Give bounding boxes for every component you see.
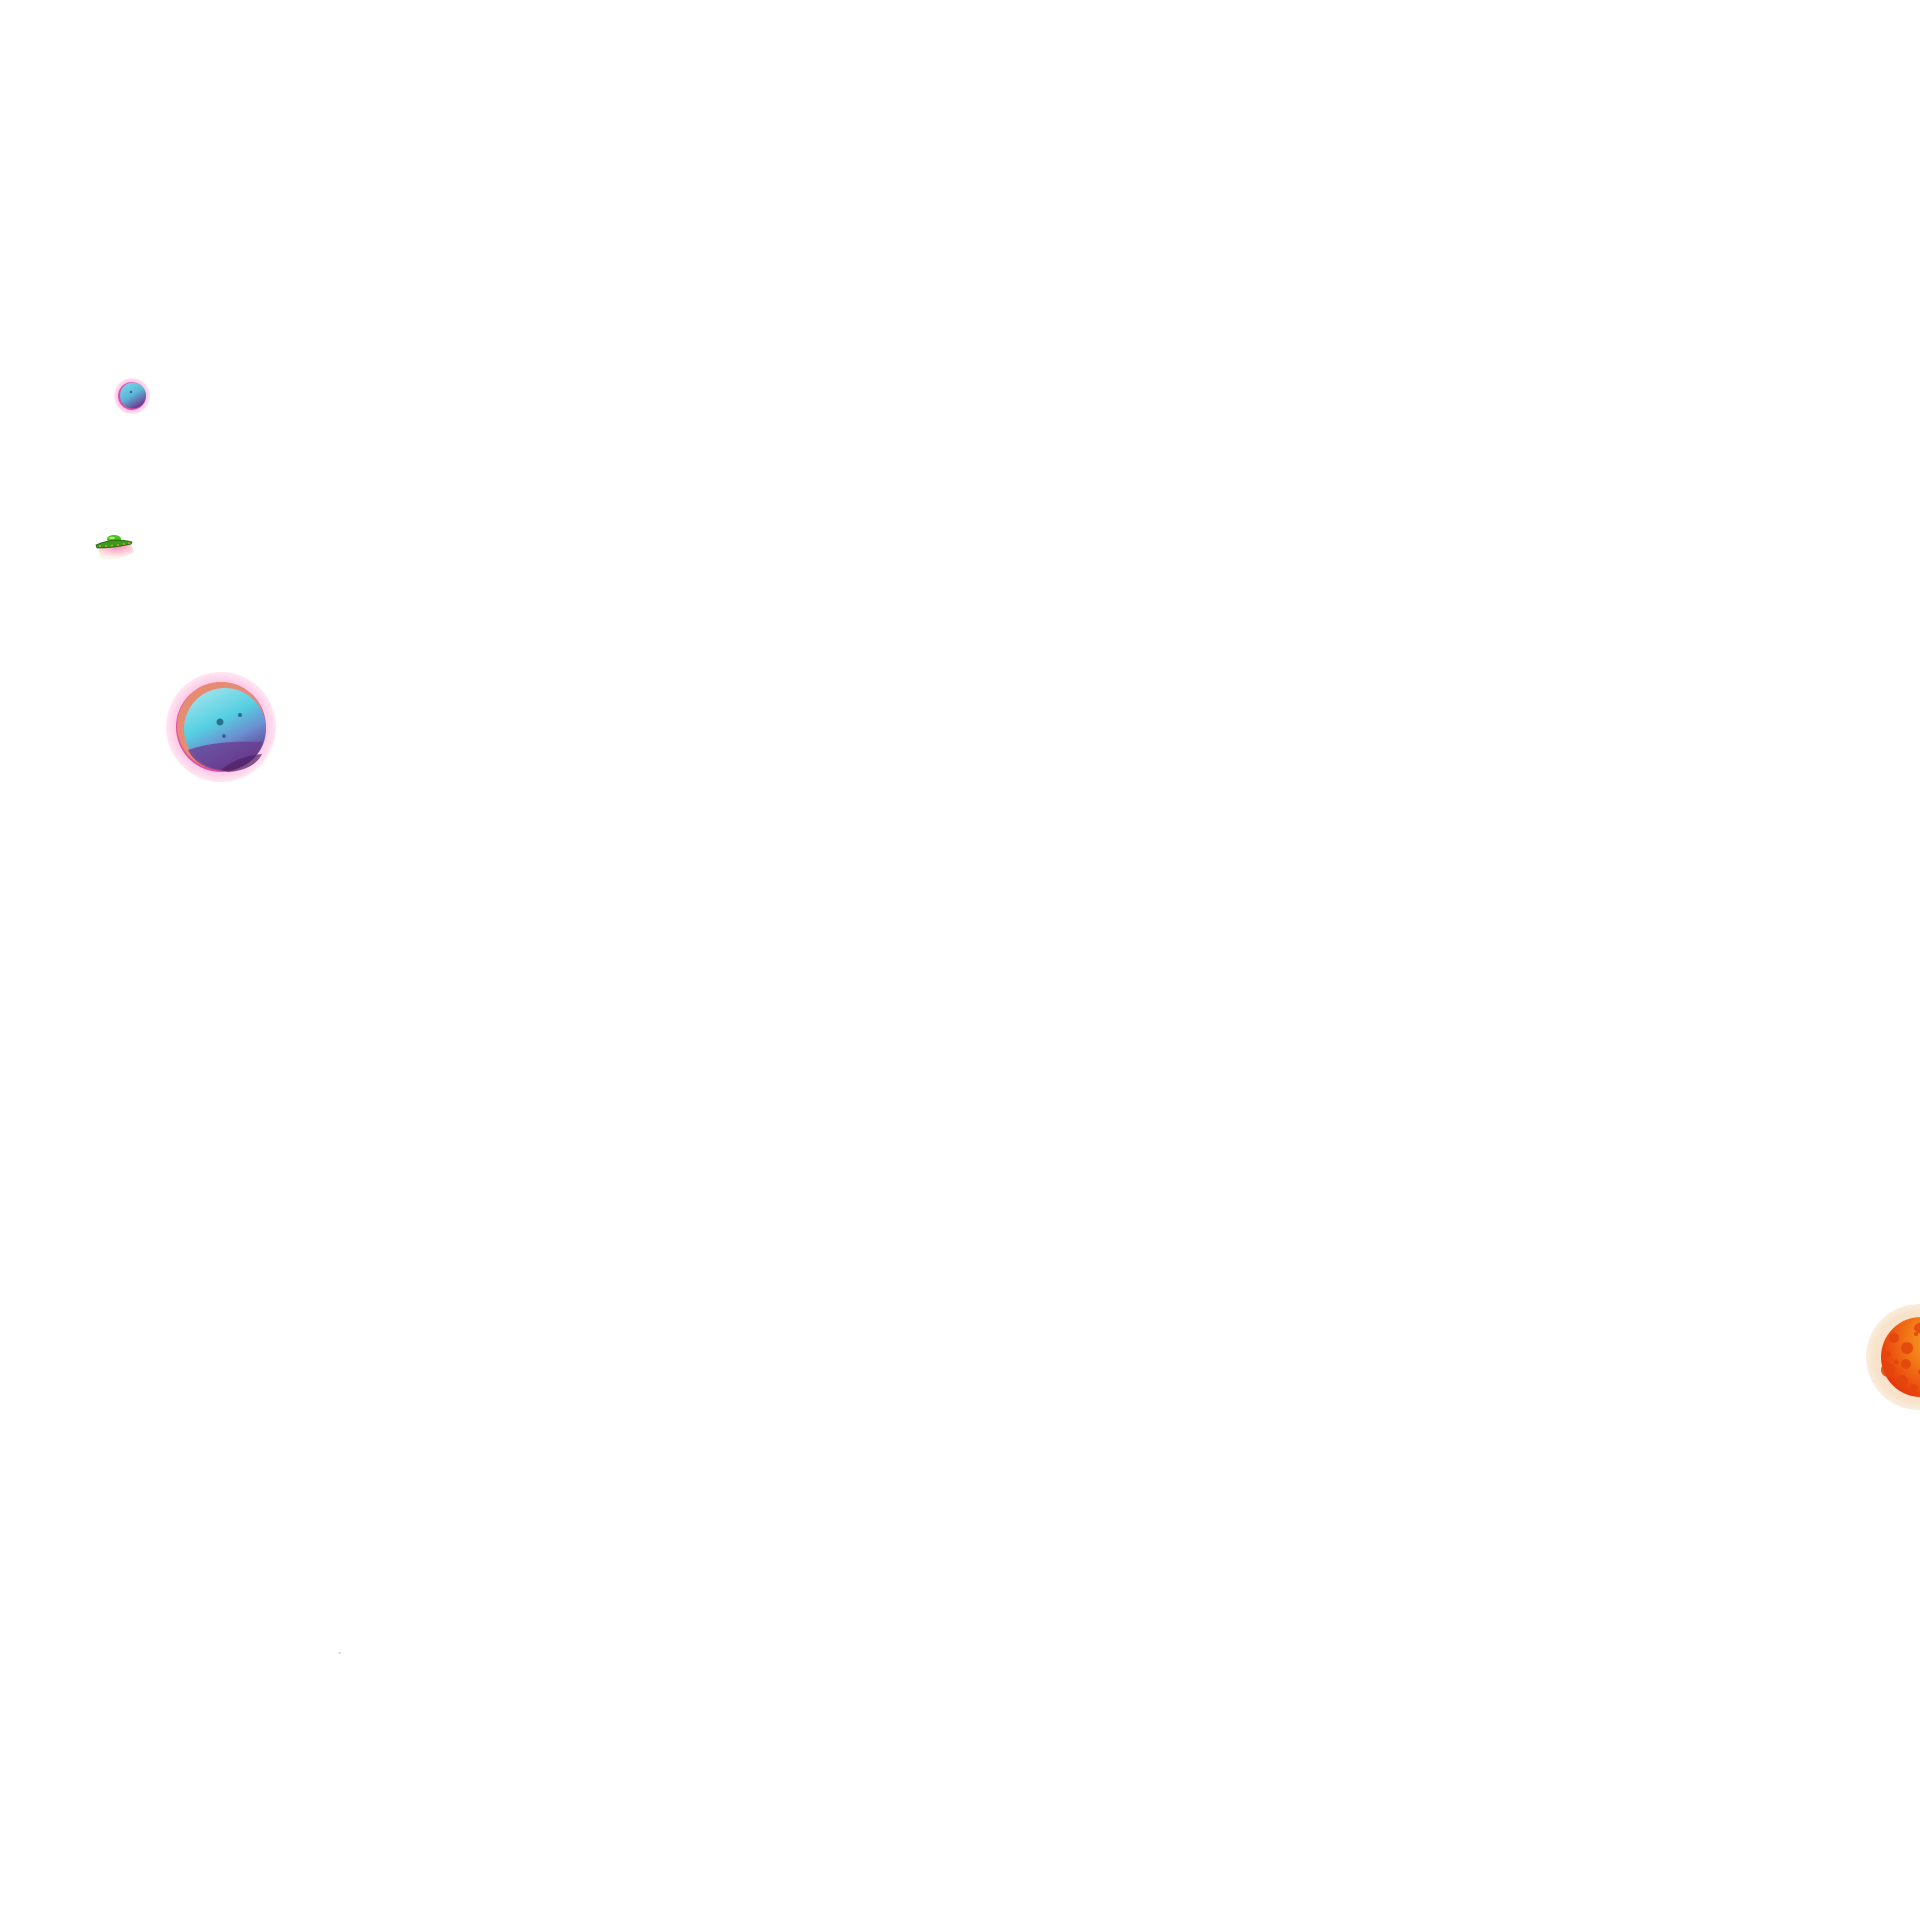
small-planet-icon bbox=[118, 382, 146, 410]
large-planet bbox=[166, 672, 276, 782]
ufo bbox=[94, 530, 144, 570]
small-planet bbox=[114, 378, 150, 414]
orange-planet-icon bbox=[1881, 1317, 1920, 1397]
large-planet-icon bbox=[176, 682, 266, 772]
star-speck bbox=[338, 1652, 341, 1654]
ufo-icon bbox=[95, 535, 134, 560]
orange-planet bbox=[1866, 1304, 1920, 1410]
